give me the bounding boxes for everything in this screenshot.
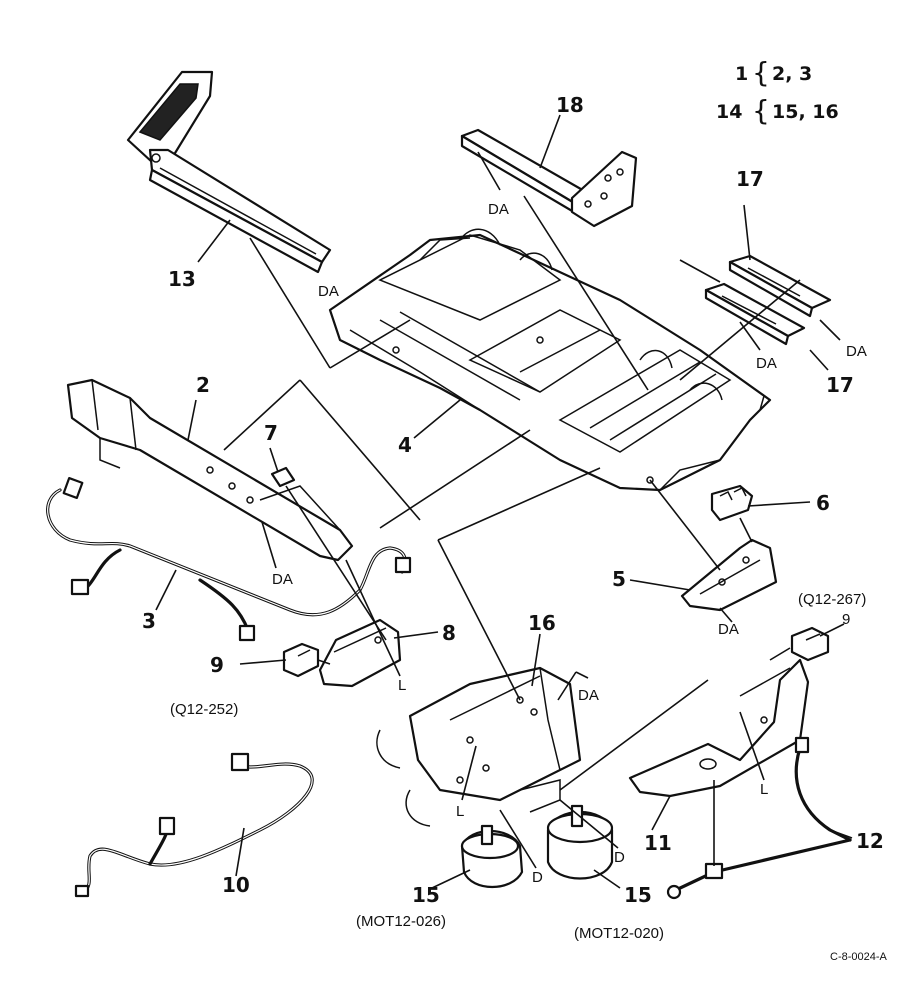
legend: 1 { 2, 3 14 { 15, 16 [716,56,839,127]
ref-q12-252: (Q12-252) [170,701,238,718]
tag-l-11: L [760,781,768,798]
callout-9-left: 9 [210,653,224,677]
callout-11: 11 [644,831,672,855]
tag-da-13: DA [318,283,339,300]
legend-row2-children: 15, 16 [772,101,839,123]
part-7-clip [270,466,296,488]
part-8-bracket [318,618,402,688]
callout-8: 8 [442,621,456,645]
part-10-cable [74,752,314,898]
tag-da-5: DA [718,621,739,638]
part-references: (Q12-267) (Q12-252) (MOT12-026) (MOT12-0… [170,591,866,942]
part-6-sensor [710,484,754,522]
part-3-harness [46,476,412,642]
legend-row1-children: 2, 3 [772,63,812,85]
tags: DA DA DA DA DA DA DA L L L D D [272,201,867,886]
legend-row1-parent: 1 [735,63,748,85]
tag-da-17-left: DA [756,355,777,372]
ref-mot12-020: (MOT12-020) [574,925,664,942]
part-4-frame [328,228,772,492]
callout-3: 3 [142,609,156,633]
part-18-bracket [460,128,638,228]
part-16-bracket [376,666,582,827]
part-17-plates [704,254,832,346]
tag-da-16: DA [578,687,599,704]
legend-row2-brace: { [752,94,770,127]
callout-10: 10 [222,873,250,897]
tag-da-18: DA [488,201,509,218]
tag-l-16: L [456,803,464,820]
callout-2: 2 [196,373,210,397]
part-11-bracket [628,658,810,798]
callout-9-right: 9 [842,611,850,628]
part-5-bracket [680,538,778,612]
tag-l-8: L [398,677,406,694]
tag-da-2: DA [272,571,293,588]
part-9-sensor-left [282,642,320,678]
drawing-code: C-8-0024-A [830,951,888,963]
callout-12: 12 [856,829,884,853]
callout-16: 16 [528,611,556,635]
legend-row1-brace: { [752,56,770,89]
callout-18: 18 [556,93,584,117]
part-15-motor-right [546,804,614,880]
callout-numbers: 13 18 17 17 4 2 7 3 8 9 6 5 16 11 12 10 … [142,93,884,907]
tag-d-left: D [532,869,543,886]
part-12-cable [666,736,852,900]
callout-15-left: 15 [412,883,440,907]
callout-17-top: 17 [736,167,764,191]
callout-5: 5 [612,567,626,591]
ref-mot12-026: (MOT12-026) [356,913,446,930]
callout-7: 7 [264,421,278,445]
tag-da-17-right: DA [846,343,867,360]
part-13-arm [126,70,332,274]
ref-q12-267: (Q12-267) [798,591,866,608]
callout-17-bottom: 17 [826,373,854,397]
part-2-bracket [66,378,354,562]
tag-d-right: D [614,849,625,866]
callout-13: 13 [168,267,196,291]
part-9-sensor-right [790,626,830,662]
callout-6: 6 [816,491,830,515]
legend-row2-parent: 14 [716,101,742,123]
callout-15-right: 15 [624,883,652,907]
callout-4: 4 [398,433,412,457]
leader-lines [155,114,853,889]
part-15-motor-left [460,824,524,889]
